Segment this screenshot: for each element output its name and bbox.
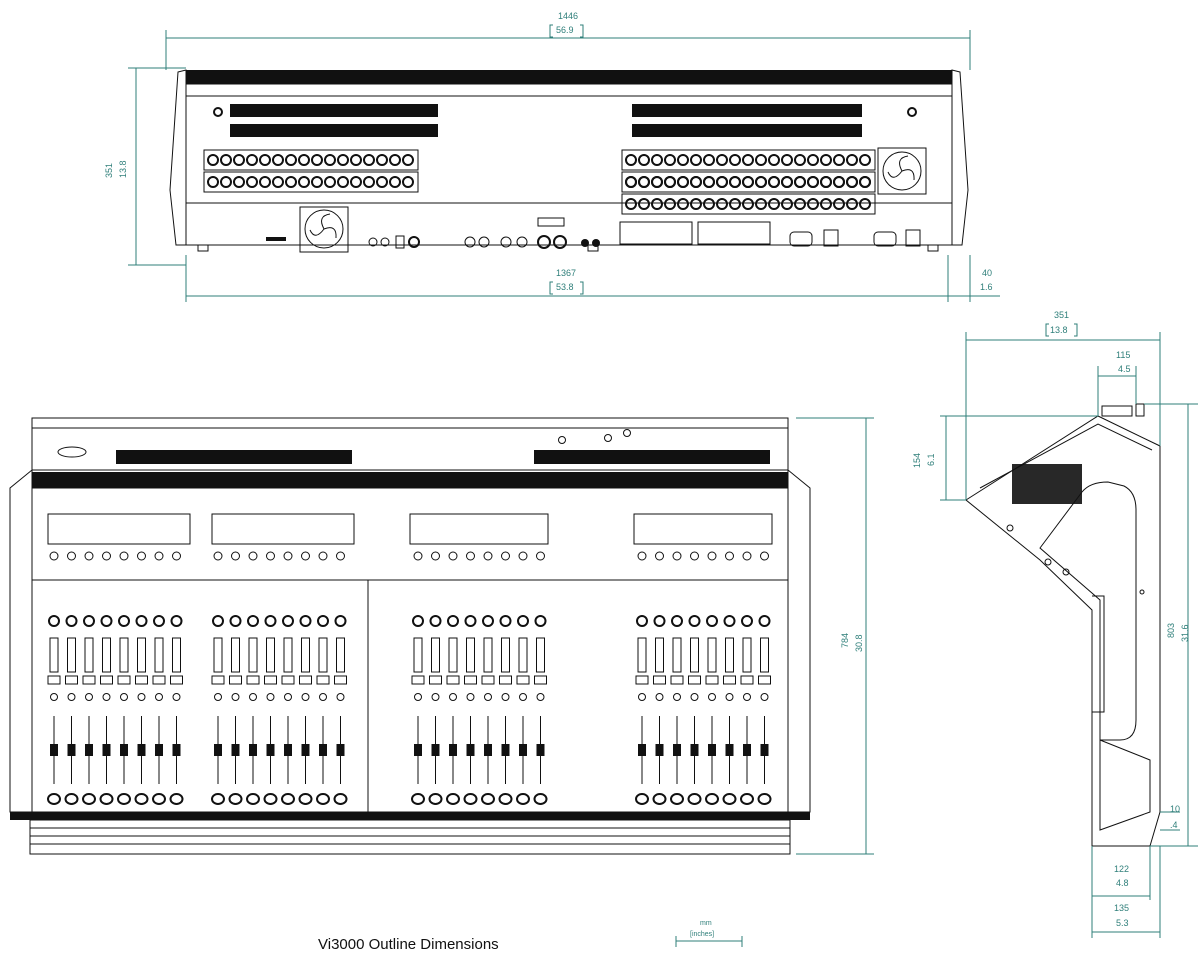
rear-xlr-right bbox=[621, 149, 876, 215]
side-depth-mm: 803 bbox=[1166, 623, 1176, 638]
side-base-b-in: 5.3 bbox=[1116, 918, 1129, 928]
channel-strips bbox=[47, 551, 772, 805]
fan-icon bbox=[299, 206, 349, 253]
side-base-a-mm: 122 bbox=[1114, 864, 1129, 874]
rear-xlr-left bbox=[203, 149, 419, 193]
side-top-width-mm: 115 bbox=[1116, 350, 1130, 360]
side-foot-in: .4 bbox=[1170, 820, 1178, 830]
side-dimensions bbox=[940, 332, 1198, 938]
top-view bbox=[9, 417, 811, 855]
side-base-b-mm: 135 bbox=[1114, 903, 1129, 913]
unit-legend-main: mm bbox=[700, 920, 712, 927]
top-depth-in: 30.8 bbox=[854, 634, 864, 652]
rear-overhang-mm: 40 bbox=[982, 268, 992, 278]
fan-icon bbox=[877, 147, 927, 195]
side-height-in: 13.8 bbox=[1050, 325, 1068, 335]
rear-overhang-in: 1.6 bbox=[980, 282, 993, 292]
top-depth-mm: 784 bbox=[840, 633, 850, 648]
side-foot-mm: 10 bbox=[1170, 804, 1180, 814]
rear-inner-width-mm: 1367 bbox=[556, 268, 576, 278]
unit-legend-scale bbox=[675, 936, 743, 947]
rear-width-mm: 1446 bbox=[558, 11, 578, 21]
rear-dimensions bbox=[128, 30, 1000, 302]
side-depth-in: 31.6 bbox=[1180, 624, 1190, 642]
rear-vents-left bbox=[230, 104, 438, 137]
rear-width-in: 56.9 bbox=[556, 25, 574, 35]
top-dimensions bbox=[796, 417, 874, 855]
side-height-mm: 351 bbox=[1054, 310, 1069, 320]
side-base-a-in: 4.8 bbox=[1116, 878, 1129, 888]
unit-legend-alt: [inches] bbox=[690, 931, 715, 938]
rear-inner-width-in: 53.8 bbox=[556, 282, 574, 292]
side-rear-height-in: 6.1 bbox=[926, 453, 936, 466]
rear-height-mm: 351 bbox=[104, 163, 114, 178]
side-view bbox=[965, 403, 1161, 847]
rear-vents-right bbox=[632, 104, 862, 137]
side-top-width-in: 4.5 bbox=[1118, 364, 1131, 374]
rear-view bbox=[169, 69, 969, 253]
side-rear-height-mm: 154 bbox=[912, 453, 922, 468]
rear-height-in: 13.8 bbox=[118, 160, 128, 178]
drawing-title: Vi3000 Outline Dimensions bbox=[318, 936, 499, 953]
